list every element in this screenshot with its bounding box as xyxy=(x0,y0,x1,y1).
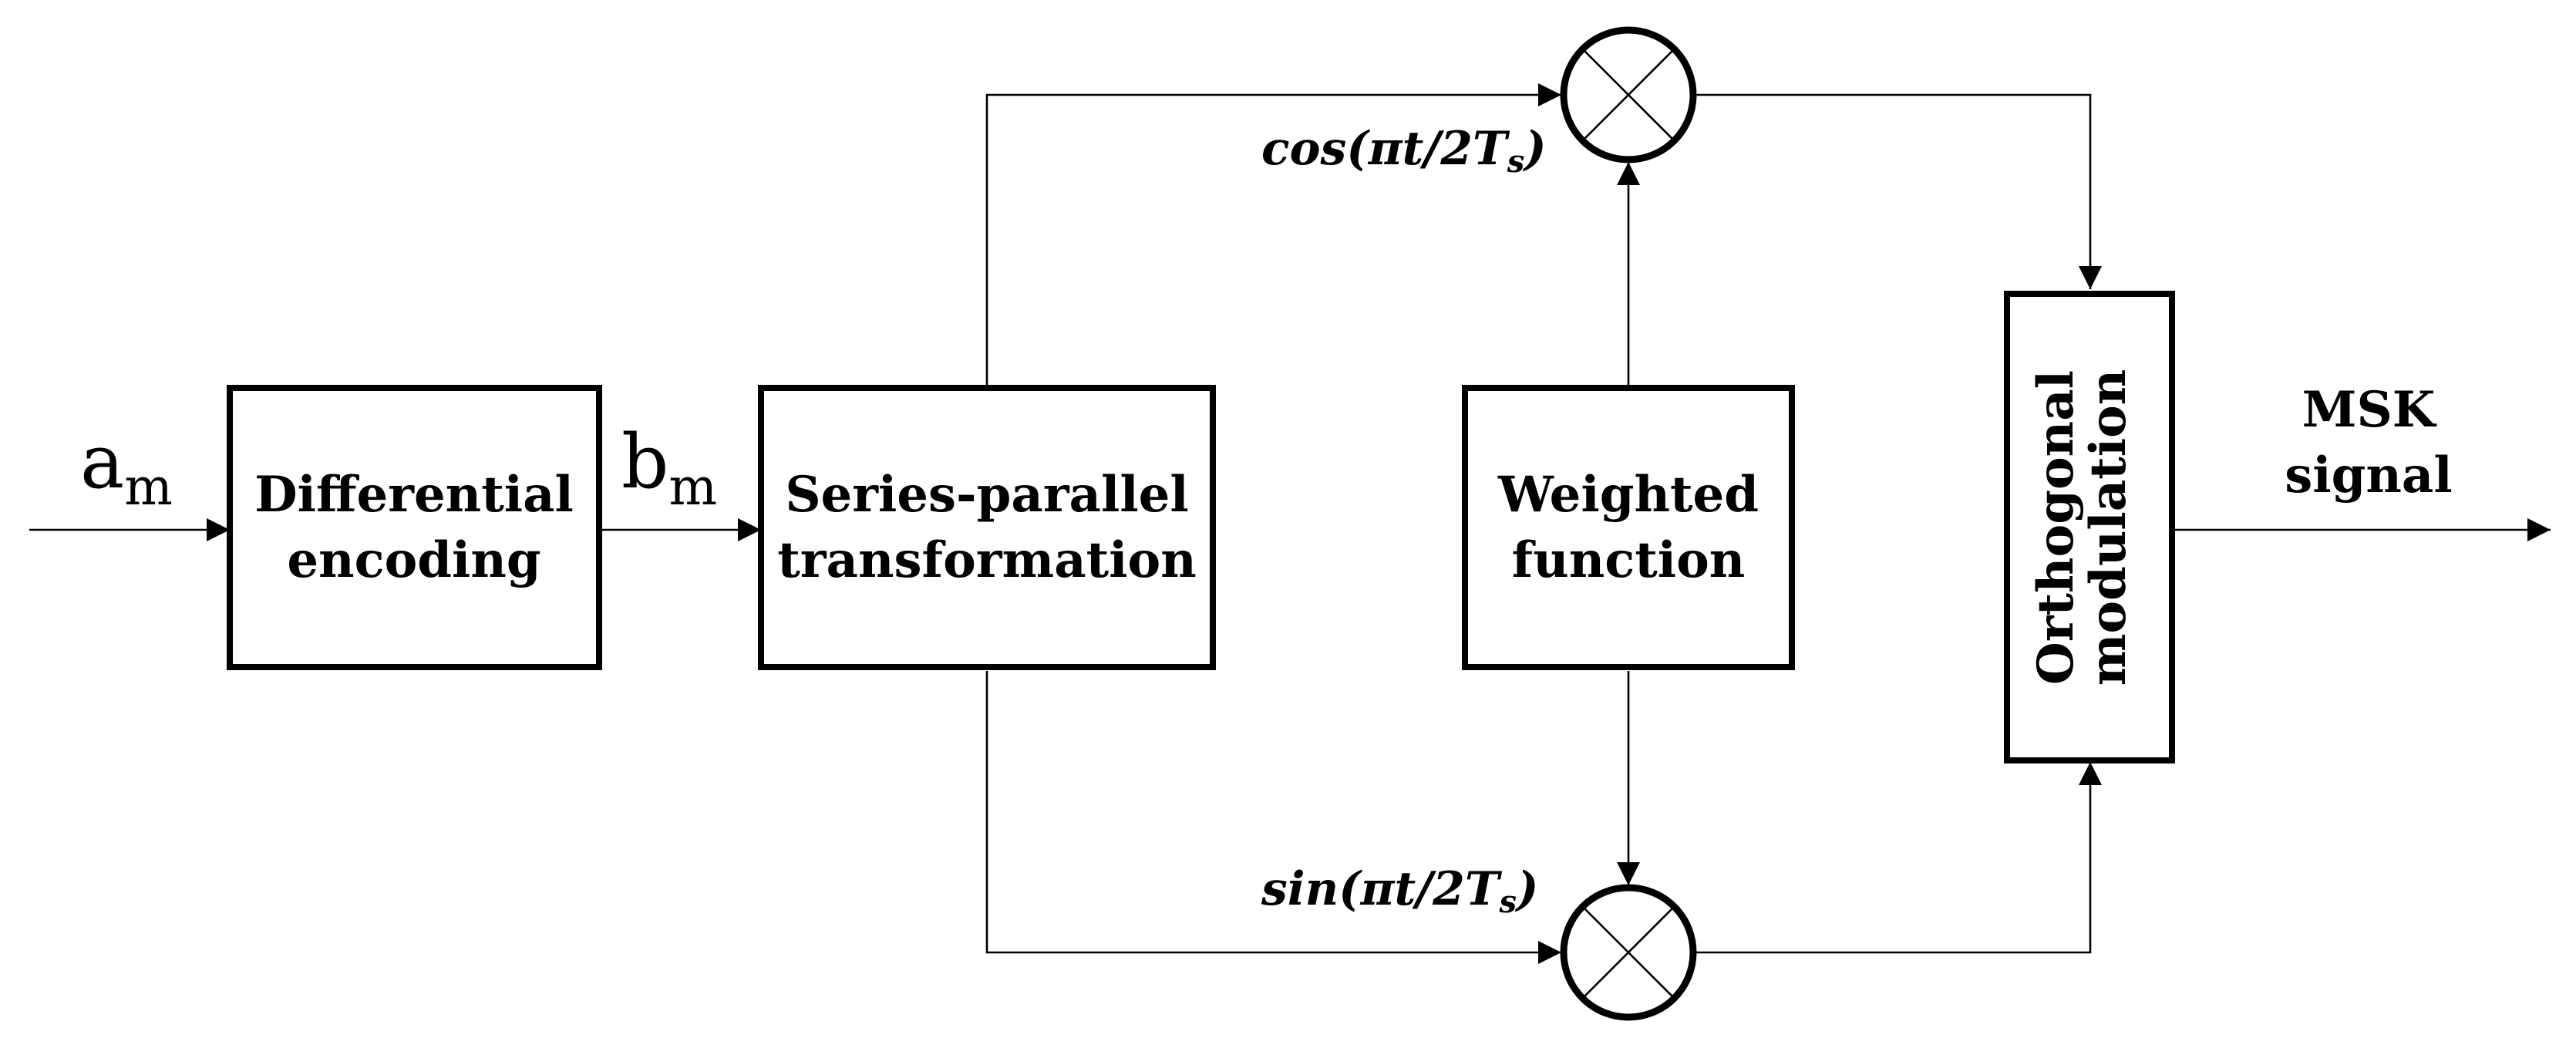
lower-branch-wire xyxy=(985,671,1561,964)
upper-branch-wire xyxy=(985,83,1561,388)
output-signal-line2: signal xyxy=(2285,447,2452,504)
encoded-signal-label: bm xyxy=(621,419,717,517)
orthogonal-modulation-line2: modulation xyxy=(2079,369,2137,686)
series-parallel-line2: transformation xyxy=(777,531,1197,589)
weighted-function-line2: function xyxy=(1512,531,1746,589)
sine-carrier-label: sin(πt/2Ts) xyxy=(1261,862,1538,920)
differential-encoding-line1: Differential xyxy=(254,466,574,524)
weighted-function-line1: Weighted xyxy=(1497,466,1759,524)
upper-mixer-output-wire xyxy=(1696,93,2102,289)
series-parallel-block: Series-parallel transformation xyxy=(758,385,1216,670)
lower-mixer-output-wire xyxy=(1696,762,2102,954)
upper-multiplier xyxy=(1560,26,1697,163)
orthogonal-modulation-block: Orthogonal modulation xyxy=(2004,291,2175,763)
series-parallel-line1: Series-parallel xyxy=(785,466,1188,524)
lower-multiplier xyxy=(1560,884,1697,1021)
input-signal-label: am xyxy=(80,419,173,517)
cosine-carrier-label: cos(πt/2Ts) xyxy=(1261,122,1547,180)
orthogonal-modulation-line1: Orthogonal xyxy=(2027,370,2085,685)
output-signal-line1: MSK xyxy=(2302,381,2437,439)
weighted-function-block: Weighted function xyxy=(1462,385,1795,670)
differential-encoding-block: Differential encoding xyxy=(227,385,602,670)
signal-wires xyxy=(29,83,2551,964)
differential-encoding-line2: encoding xyxy=(287,531,540,589)
